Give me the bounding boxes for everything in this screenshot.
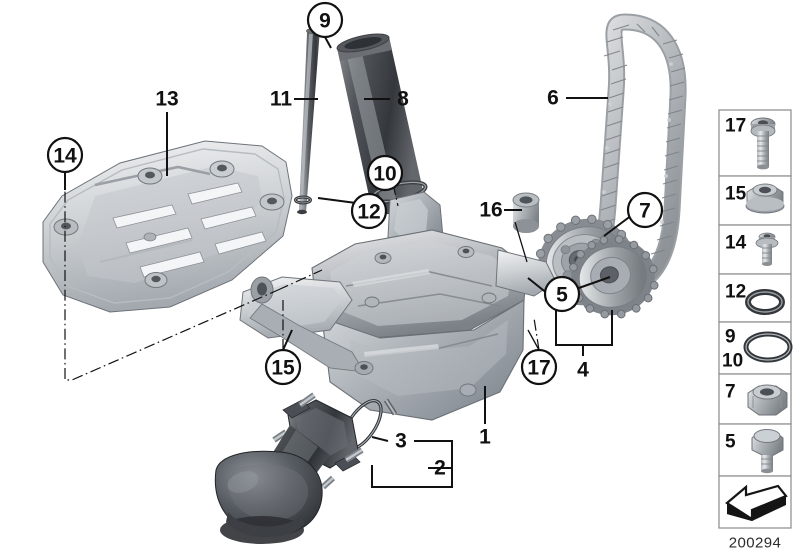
svg-text:12: 12 xyxy=(725,282,746,303)
o-ring-small-icon xyxy=(745,289,785,315)
callout-5: 5 xyxy=(543,275,581,313)
callout-9: 9 xyxy=(306,1,344,39)
callout-16: 16 xyxy=(479,199,502,222)
part-oil-intake-snorkel xyxy=(214,392,364,544)
callout-labels: 13 14 11 9 8 10 12 6 16 xyxy=(46,1,664,480)
part-ring-12-on-rod xyxy=(294,195,312,205)
callout-2: 2 xyxy=(434,457,446,480)
direction-arrow-icon xyxy=(725,484,788,522)
hex-socket-bolt-long-icon xyxy=(750,117,776,170)
legend-cell-15: 15 xyxy=(718,175,792,226)
svg-text:9: 9 xyxy=(725,327,736,348)
part-oil-pump-assembly xyxy=(239,191,557,421)
hex-head-bolt-icon xyxy=(751,429,784,474)
svg-text:10: 10 xyxy=(722,351,743,372)
svg-text:5: 5 xyxy=(725,432,736,453)
callout-1: 1 xyxy=(479,426,491,449)
hex-nut-icon xyxy=(747,384,788,416)
svg-text:14: 14 xyxy=(725,233,747,254)
pump-bolt-bosses xyxy=(354,246,497,397)
svg-text:14: 14 xyxy=(53,145,77,168)
callout-4: 4 xyxy=(577,359,589,382)
legend-cell-17: 17 xyxy=(718,109,792,177)
callout-6: 6 xyxy=(547,87,559,110)
svg-text:10: 10 xyxy=(373,163,396,186)
callout-11: 11 xyxy=(270,88,293,111)
legend-cell-14: 14 xyxy=(718,224,792,275)
callout-3: 3 xyxy=(395,430,407,453)
callout-13: 13 xyxy=(155,88,178,111)
callout-17: 17 xyxy=(520,348,558,386)
callout-7: 7 xyxy=(626,191,664,229)
legend-cell-12: 12 xyxy=(718,273,792,323)
flange-nut-icon xyxy=(745,183,785,214)
leader-lines xyxy=(64,36,633,488)
legend-cell-9-10: 9 10 xyxy=(718,321,793,375)
callout-8: 8 xyxy=(397,88,409,111)
legend-part-number: 200294 xyxy=(729,535,781,552)
legend-panel: 17 15 xyxy=(718,109,793,552)
hex-socket-bolt-short-icon xyxy=(755,232,779,266)
callout-10: 10 xyxy=(366,154,404,192)
svg-text:12: 12 xyxy=(357,201,380,224)
callout-12: 12 xyxy=(350,192,388,230)
legend-cell-direction-arrow xyxy=(718,475,792,529)
part-oil-baffle-plate xyxy=(42,140,293,313)
svg-text:17: 17 xyxy=(725,116,746,137)
svg-text:7: 7 xyxy=(725,382,736,403)
legend-cell-5: 5 xyxy=(718,423,792,477)
callout-15: 15 xyxy=(264,348,302,386)
snorkel-studs xyxy=(272,392,364,490)
legend-cell-7: 7 xyxy=(718,373,792,425)
svg-text:9: 9 xyxy=(319,10,331,33)
svg-text:17: 17 xyxy=(527,357,550,380)
part-spacer-bushing-upper xyxy=(512,192,540,233)
callout-14: 14 xyxy=(46,136,84,174)
baffle-plate-bolt-holes xyxy=(53,160,285,288)
svg-text:7: 7 xyxy=(639,200,651,223)
o-ring-large-icon xyxy=(743,331,793,363)
svg-text:15: 15 xyxy=(271,357,295,380)
svg-text:5: 5 xyxy=(556,284,568,307)
svg-text:15: 15 xyxy=(725,184,747,205)
